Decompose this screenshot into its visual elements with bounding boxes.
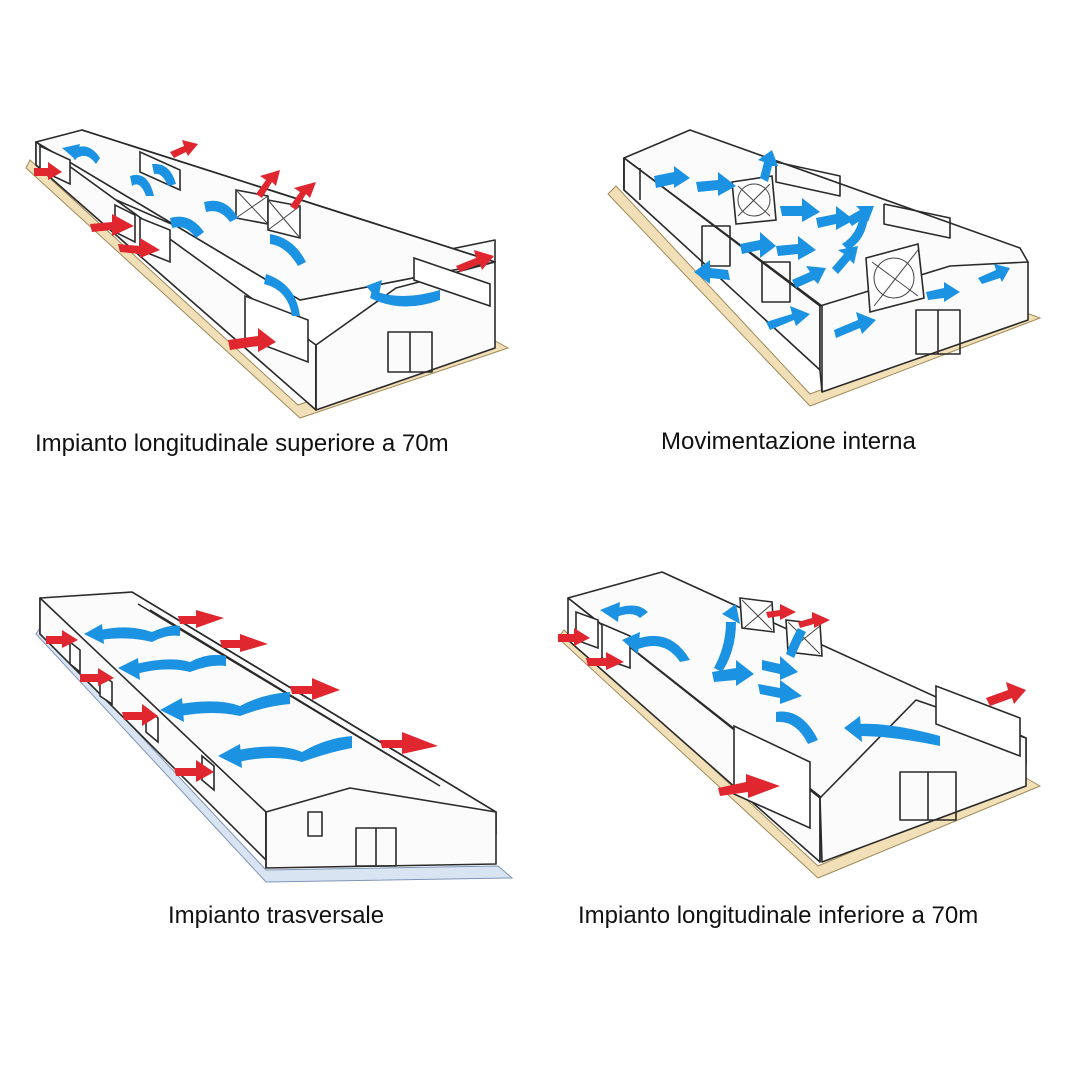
door-icon [387, 331, 433, 373]
exhaust-fan-icon [731, 175, 777, 225]
barn-diagram-longitudinal-under-70m [557, 571, 1042, 879]
cooling-pad-icon [733, 724, 811, 830]
blue-airflow-arrow-icon [84, 624, 352, 768]
barn-diagram-internal-movement [607, 129, 1042, 407]
barn-diagram-longitudinal-over-70m [25, 129, 510, 419]
blue-airflow-arrow-icon [600, 602, 940, 746]
door-icon [355, 827, 397, 867]
blue-airflow-arrow-icon [62, 144, 440, 316]
red-airflow-arrow-icon [46, 610, 438, 782]
cooling-pad-icon [935, 684, 1021, 758]
cooling-pad-icon [244, 294, 309, 364]
cooling-pad-icon [413, 256, 491, 308]
panel-internal-movement: Movimentazione interna [540, 0, 1080, 540]
door-icon [899, 771, 957, 821]
exhaust-fan-icon [235, 189, 301, 240]
caption-longitudinal-over-70m: Impianto longitudinale superiore a 70m [35, 430, 449, 457]
exhaust-fan-icon [865, 242, 925, 314]
panel-longitudinal-under-70m: Impianto longitudinale inferiore a 70m [540, 540, 1080, 1080]
caption-longitudinal-under-70m: Impianto longitudinale inferiore a 70m [578, 902, 979, 929]
door-icon [915, 309, 961, 355]
panel-transverse: Impianto trasversale [0, 540, 540, 1080]
blue-airflow-arrow-icon [654, 150, 1010, 338]
red-airflow-arrow-icon [34, 140, 494, 352]
caption-internal-movement: Movimentazione interna [661, 428, 916, 455]
cooling-pad-icon [39, 144, 71, 186]
caption-transverse: Impianto trasversale [168, 902, 385, 929]
panel-longitudinal-over-70m: Impianto longitudinale superiore a 70m [0, 0, 540, 540]
barn-diagram-transverse [35, 591, 514, 883]
red-airflow-arrow-icon [558, 604, 1026, 798]
